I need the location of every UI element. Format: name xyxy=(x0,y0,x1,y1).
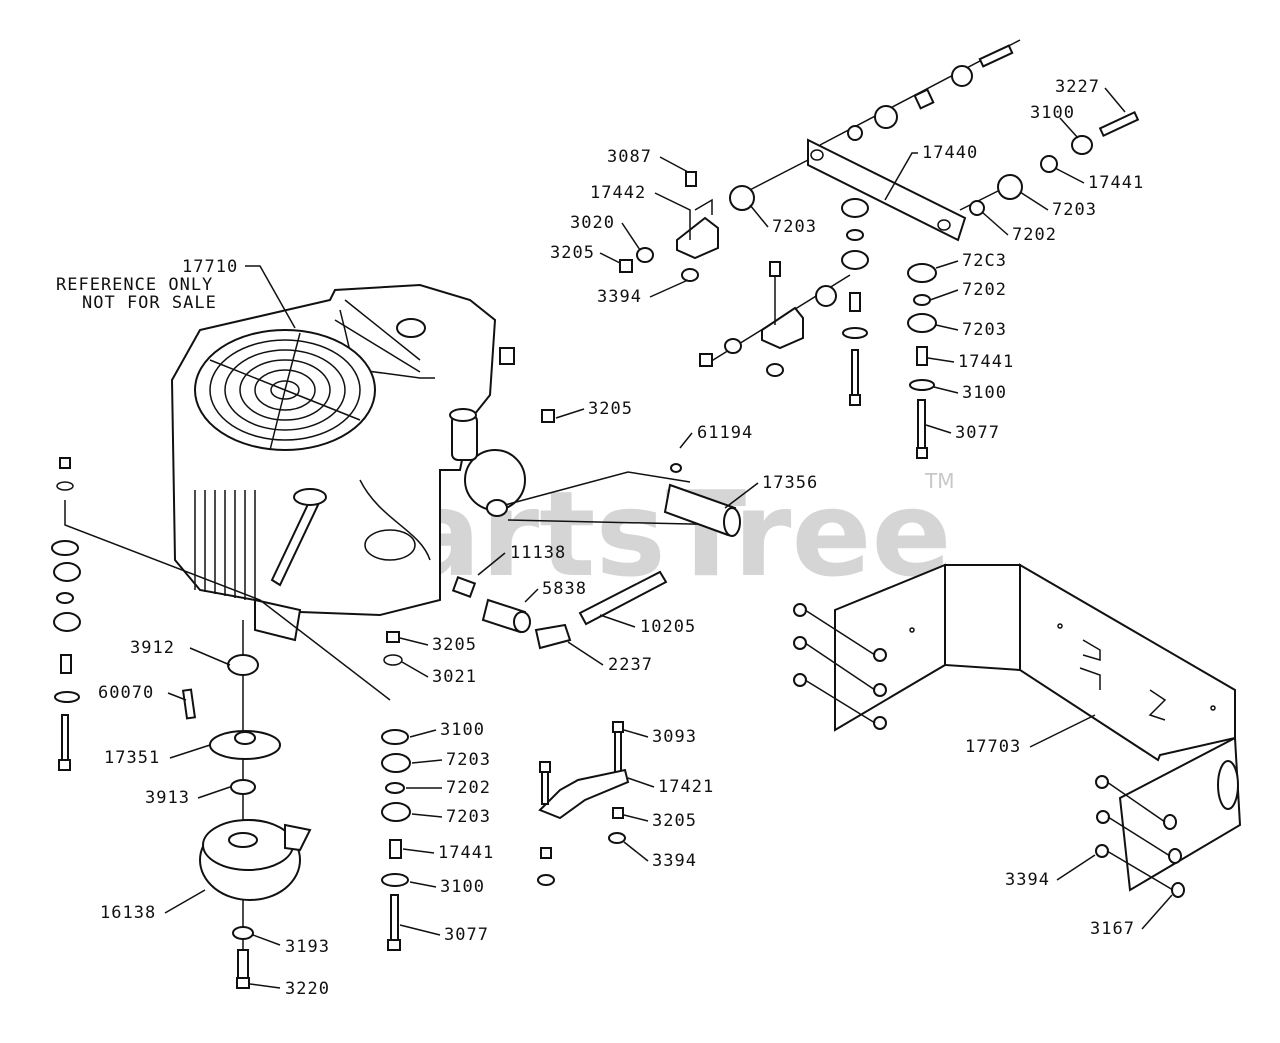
label-3100-a: 3100 xyxy=(440,720,485,740)
frame-bolts-right xyxy=(1095,775,1185,898)
label-3020: 3020 xyxy=(570,213,615,233)
label-2237: 2237 xyxy=(608,655,653,675)
label-72c3: 72C3 xyxy=(962,251,1007,271)
label-3093: 3093 xyxy=(652,727,697,747)
label-7203-a: 7203 xyxy=(446,750,491,770)
nut-3205-upper xyxy=(541,409,555,423)
label-3077-b: 3077 xyxy=(955,423,1000,443)
label-3394-c: 3394 xyxy=(1005,870,1050,890)
watermark-tm: TM xyxy=(924,469,954,493)
label-3205-bracket: 3205 xyxy=(652,811,697,831)
label-17442: 17442 xyxy=(590,183,646,203)
label-10205: 10205 xyxy=(640,617,696,637)
frame-bolts-left xyxy=(793,603,887,730)
pipe-17356 xyxy=(504,463,741,537)
label-17441-a: 17441 xyxy=(438,843,494,863)
label-17351: 17351 xyxy=(104,748,160,768)
bracket-17421 xyxy=(537,721,630,886)
label-17710: 17710 xyxy=(182,257,238,277)
label-3100-b: 3100 xyxy=(440,877,485,897)
label-3912: 3912 xyxy=(130,638,175,658)
label-60070: 60070 xyxy=(98,683,154,703)
pulley-clutch-stack xyxy=(181,620,312,989)
label-3220: 3220 xyxy=(285,979,330,999)
label-7202-b: 7202 xyxy=(1012,225,1057,245)
label-5838: 5838 xyxy=(542,579,587,599)
label-3913: 3913 xyxy=(145,788,190,808)
label-11138: 11138 xyxy=(510,543,566,563)
label-61194: 61194 xyxy=(697,423,753,443)
label-7203-b: 7203 xyxy=(446,807,491,827)
label-3100-c: 3100 xyxy=(1030,103,1075,123)
label-3087: 3087 xyxy=(607,147,652,167)
reference-only-text: REFERENCE ONLY xyxy=(56,275,213,295)
label-3193: 3193 xyxy=(285,937,330,957)
label-3205-upper: 3205 xyxy=(588,399,633,419)
label-3227: 3227 xyxy=(1055,77,1100,97)
label-3077-a: 3077 xyxy=(444,925,489,945)
label-3167: 3167 xyxy=(1090,919,1135,939)
left-mount-stack xyxy=(51,457,391,771)
label-7203-d: 7203 xyxy=(1052,200,1097,220)
label-3205-top: 3205 xyxy=(550,243,595,263)
fuel-fittings xyxy=(451,570,668,650)
label-7203-e: 7203 xyxy=(962,320,1007,340)
label-17356: 17356 xyxy=(762,473,818,493)
label-17441-c: 17441 xyxy=(958,352,1014,372)
label-17703: 17703 xyxy=(965,737,1021,757)
label-3021: 3021 xyxy=(432,667,477,687)
label-7202-c: 7202 xyxy=(962,280,1007,300)
label-17441-b: 17441 xyxy=(1088,173,1144,193)
label-3205-mid: 3205 xyxy=(432,635,477,655)
label-7202-a: 7202 xyxy=(446,778,491,798)
upper-bracket-17440 xyxy=(619,39,1140,459)
label-7203-c: 7203 xyxy=(772,217,817,237)
label-3394-b: 3394 xyxy=(597,287,642,307)
frame-17703 xyxy=(834,563,1242,892)
label-17440: 17440 xyxy=(922,143,978,163)
center-mount-stack xyxy=(381,631,411,951)
label-16138: 16138 xyxy=(100,903,156,923)
label-3394-a: 3394 xyxy=(652,851,697,871)
not-for-sale-text: NOT FOR SALE xyxy=(82,293,217,313)
label-17421: 17421 xyxy=(658,777,714,797)
engine-17710 xyxy=(170,283,526,642)
label-3100-d: 3100 xyxy=(962,383,1007,403)
